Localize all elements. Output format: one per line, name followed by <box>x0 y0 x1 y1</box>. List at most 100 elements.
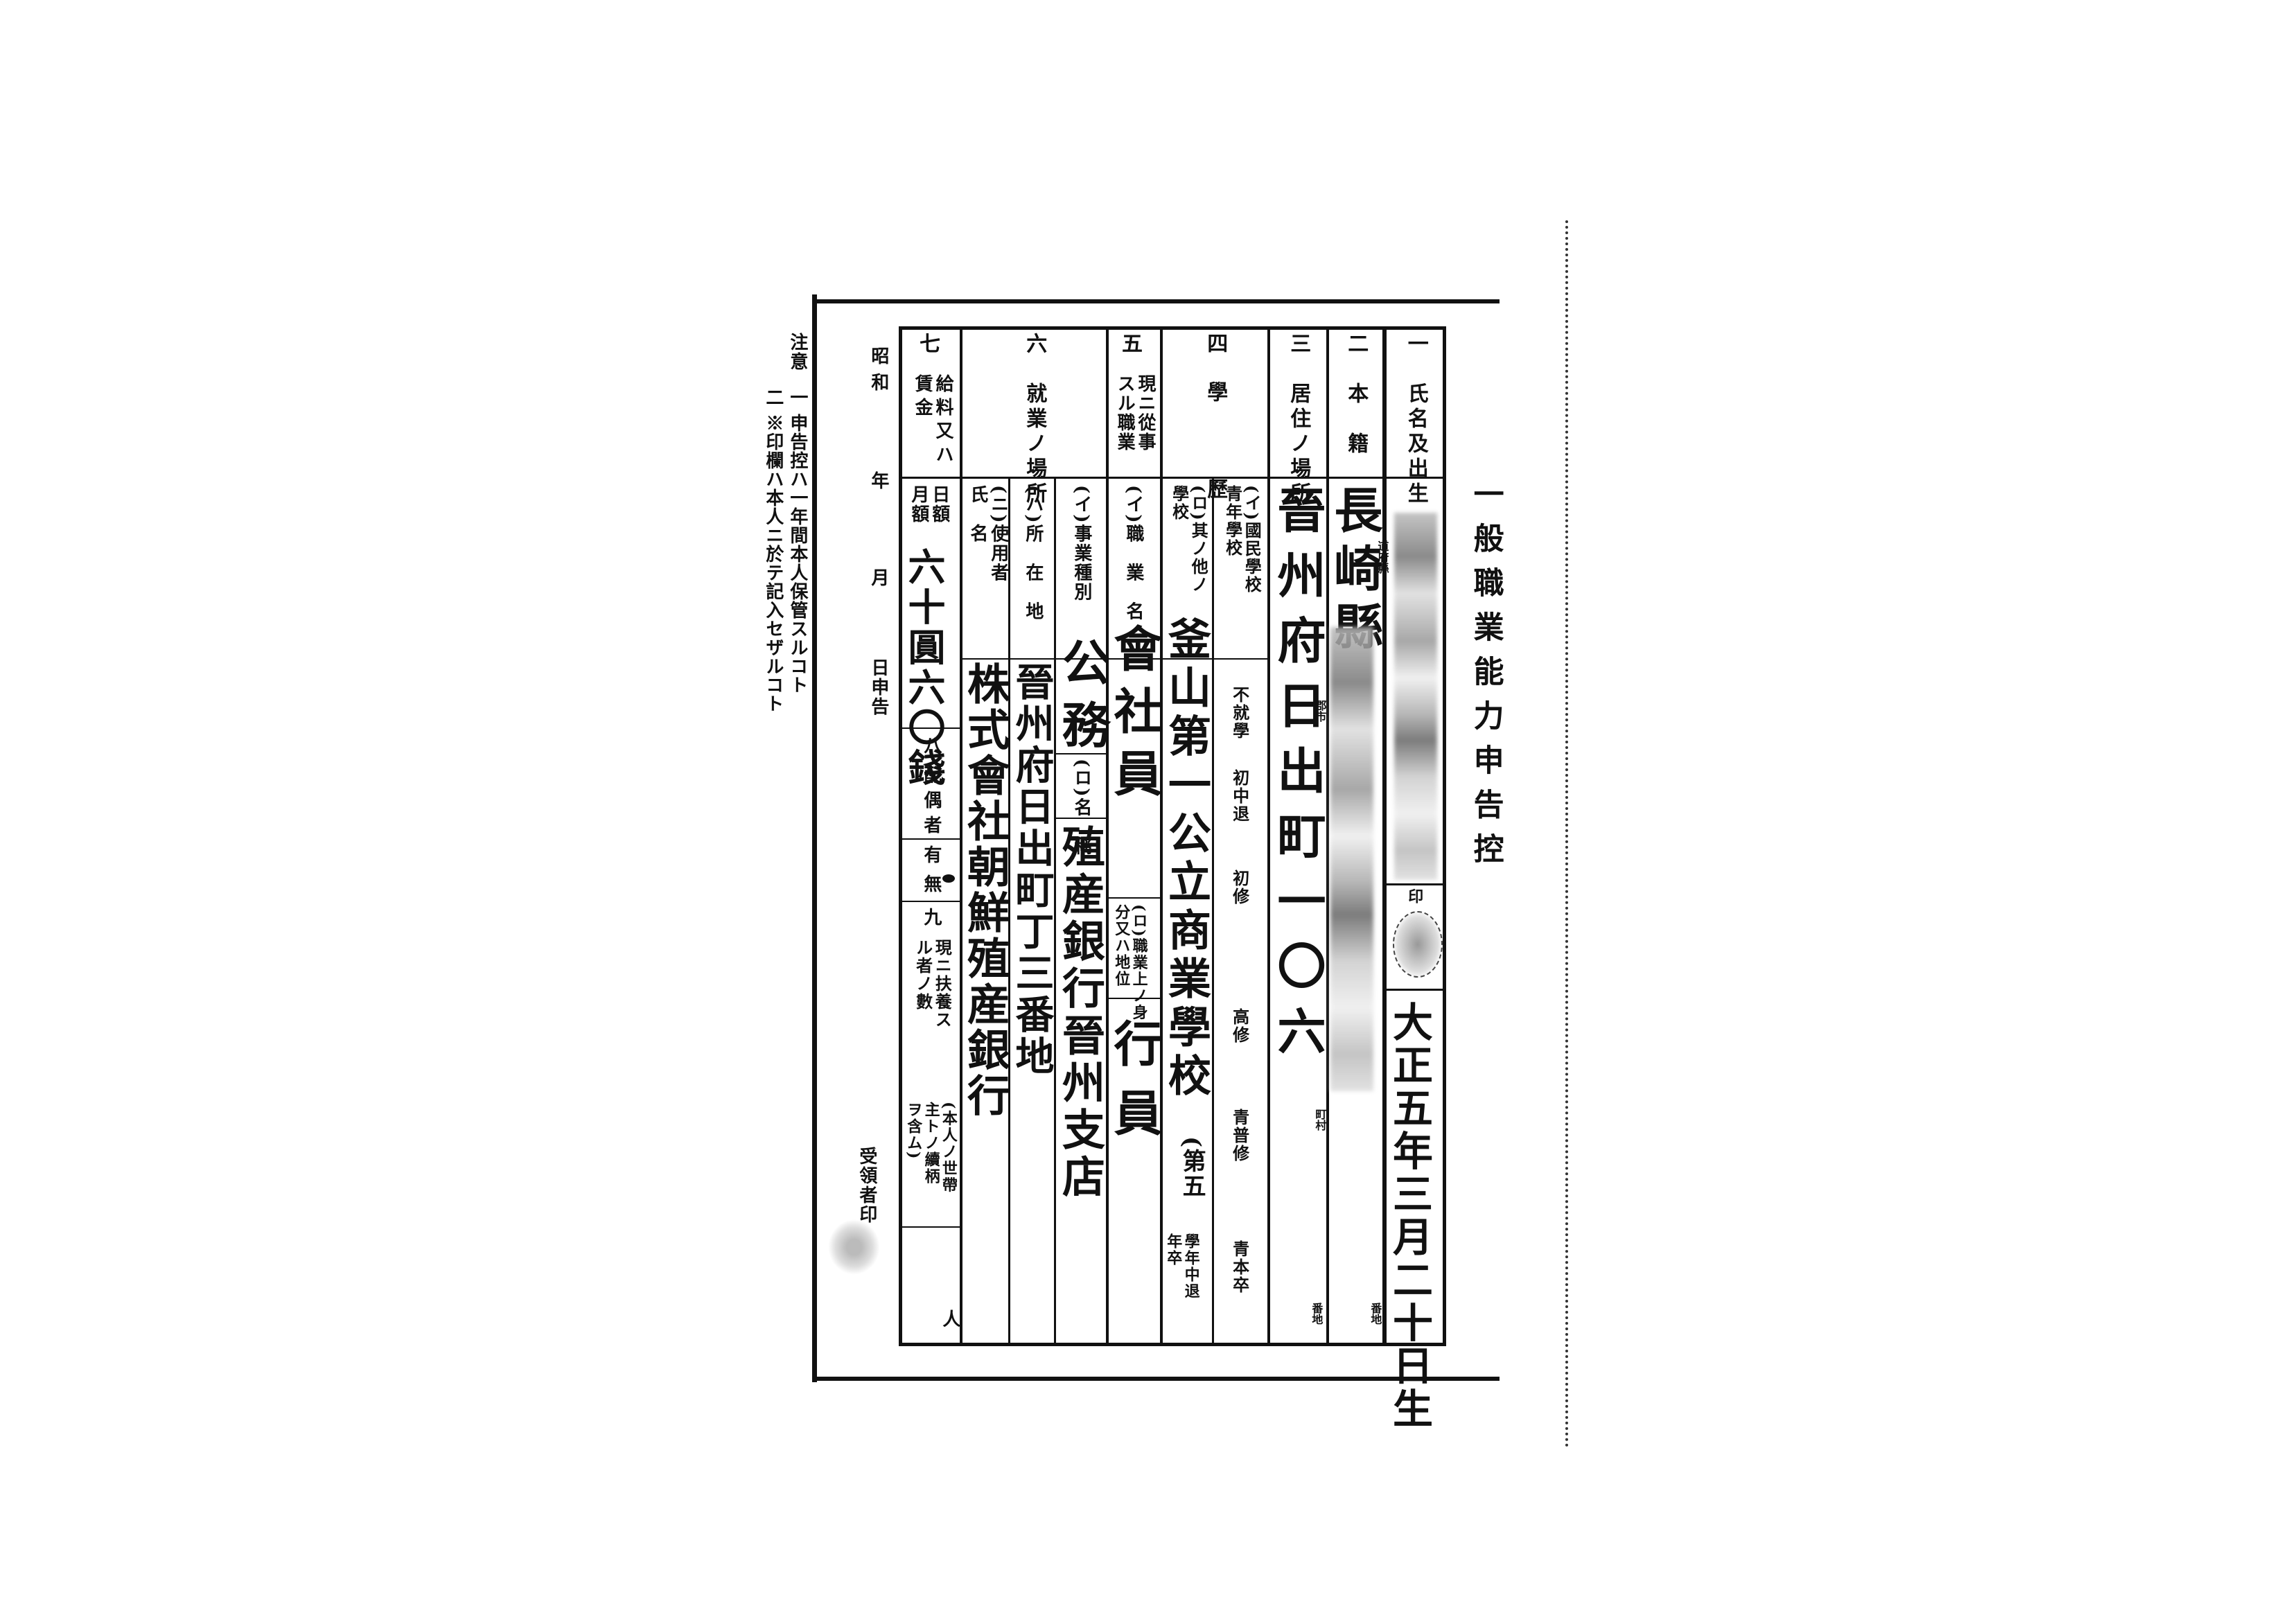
seal-circle <box>1393 911 1443 978</box>
school-opt-1: 不就學 <box>1229 686 1250 740</box>
workplace-d-value: 株式會社朝鮮殖産銀行 <box>960 662 1010 1119</box>
s7-label: 給料又ハ 賃金 <box>912 374 953 468</box>
s2-header: 二 本 籍 <box>1328 333 1383 457</box>
job-b-label: (ロ)職業上ノ身 分又ハ地位 <box>1112 904 1148 1021</box>
school-opt-2: 初中退 <box>1229 769 1250 823</box>
school-opt-3: 初修 <box>1229 870 1250 906</box>
workplace-c-value: 晉州府日出町丁三番地 <box>1009 662 1054 1077</box>
row-line <box>960 658 1009 660</box>
workplace-c-label: (ハ)所 在 地 <box>1022 485 1044 621</box>
s1-num: 一 <box>1403 333 1428 358</box>
school-b-value: 釜山第一公立商業學校 <box>1161 617 1211 1102</box>
s4-num: 四 <box>1203 333 1228 381</box>
s5-num: 五 <box>1118 333 1142 358</box>
school-a-label: (イ)國民學校 青年學校 <box>1222 485 1263 594</box>
s6-label: 就業ノ場所 <box>1022 382 1047 507</box>
s3-label: 居住ノ場所 <box>1286 382 1311 507</box>
s5-label: 現ニ從事 スル職業 <box>1114 374 1156 452</box>
spouse-no-mark <box>942 874 955 883</box>
birth-date: 大正五年三月二十日生 <box>1386 1001 1433 1431</box>
spouse-yes: 有 <box>920 845 942 865</box>
row-line <box>899 727 961 729</box>
honseki-marker-banchi: 番地 <box>1369 1303 1382 1325</box>
workplace-a-label: (イ)事業種別 <box>1071 485 1092 602</box>
s6-header: 六 就業ノ場所 <box>961 333 1107 507</box>
col-sep <box>1106 326 1109 1346</box>
honseki-marker-pref: 道府縣 <box>1375 540 1389 574</box>
school-opt-5: 青普修 <box>1229 1109 1250 1163</box>
s6-num: 六 <box>1022 333 1047 358</box>
s4-label: 學 歷 <box>1203 381 1228 527</box>
school-b-year: (第五 <box>1178 1136 1206 1199</box>
name-redacted <box>1394 513 1437 880</box>
header-row-line <box>899 477 1446 479</box>
workplace-a-value: 公務 <box>1054 637 1111 762</box>
receiver-seal-stamp <box>828 1219 880 1275</box>
seal-label: 印 <box>1405 888 1424 905</box>
row-line <box>899 1226 961 1228</box>
spouse-num: 八 <box>920 736 942 755</box>
row-line <box>899 838 961 840</box>
row-line <box>1107 897 1161 899</box>
job-a-value: 會社員 <box>1106 624 1163 811</box>
form-title: 一般職業能力申告控 <box>1468 478 1504 877</box>
wage-rate-label: 日額 月額 <box>908 485 950 524</box>
row-line <box>1384 989 1446 991</box>
wage-value: 六十圓六〇錢 <box>902 547 945 788</box>
workplace-d-label: (ニ)使用者 氏 名 <box>967 485 1009 583</box>
job-b-value: 行員 <box>1106 1018 1163 1157</box>
col-sep <box>1267 326 1270 1346</box>
row-line <box>1055 753 1107 754</box>
row-line <box>1107 998 1161 999</box>
honseki-marker-town: 町村 <box>1313 1109 1327 1131</box>
filing-month: 月 <box>868 568 889 588</box>
col-sep <box>960 326 962 1346</box>
s3-header: 三 居住ノ場所 <box>1269 333 1327 507</box>
dependents-num: 九 <box>920 908 942 927</box>
address-value: 晉州府日出町一〇六 <box>1269 485 1326 1071</box>
filing-day: 日申告 <box>868 658 889 716</box>
s3-num: 三 <box>1286 333 1311 358</box>
subcol-sep <box>1054 478 1056 1346</box>
row-line <box>1107 658 1161 660</box>
notes-heading: 注意 <box>786 333 808 371</box>
col-sep <box>1160 326 1163 1346</box>
job-a-label: (イ)職 業 名 <box>1123 485 1144 621</box>
dependents-note: (本人ノ世帶 主トノ續柄 ヲ含ム) <box>904 1102 958 1194</box>
row-line <box>1161 658 1268 660</box>
row-line <box>899 901 961 902</box>
row-line <box>1055 818 1107 819</box>
school-b-label: (ロ)其ノ他ノ 學校 <box>1169 485 1209 594</box>
receiver-seal-label: 受領者印 <box>856 1147 877 1224</box>
spouse-label: 配偶者 <box>920 766 942 840</box>
school-opt-6: 青本卒 <box>1229 1240 1250 1294</box>
address-banchi: 番地 <box>1310 1303 1324 1325</box>
subcol-sep <box>1008 478 1010 1346</box>
dependents-unit: 人 <box>939 1309 960 1329</box>
workplace-b-label: (ロ)名 稱 <box>1071 759 1092 856</box>
s7-num: 七 <box>915 333 940 358</box>
s1-header: 一 氏名及出生 <box>1384 333 1446 507</box>
subcol-sep <box>1212 478 1214 1346</box>
row-line <box>1384 883 1446 885</box>
workplace-b-value: 殖産銀行晉州支店 <box>1055 824 1105 1201</box>
dependents-label: 現ニ扶養ス ル者ノ數 <box>913 939 953 1029</box>
filing-era: 昭和 <box>868 346 889 399</box>
note-item-2: 二 ※印欄ハ本人ニ於テ記入セザルコト <box>762 388 784 714</box>
honseki-redacted <box>1330 627 1373 1091</box>
frame-top-line <box>814 299 1500 303</box>
spouse-no[interactable]: 無 <box>920 874 942 894</box>
frame-bottom-line <box>814 1377 1500 1381</box>
honseki-marker-gun: 郡市 <box>1313 700 1327 722</box>
row-line <box>1009 658 1055 660</box>
row-line <box>1055 658 1107 660</box>
cut-line <box>1565 220 1568 1448</box>
col-sep <box>1382 326 1387 1346</box>
school-opt-4: 高修 <box>1229 1008 1250 1044</box>
school-b-year-suffix: 學年中退 年卒 <box>1164 1233 1200 1300</box>
form-table <box>899 326 1446 1346</box>
col-sep <box>1326 326 1329 1346</box>
s1-label: 氏名及出生 <box>1403 382 1428 507</box>
filing-year: 年 <box>868 471 889 491</box>
s2-label: 本 籍 <box>1344 382 1369 457</box>
